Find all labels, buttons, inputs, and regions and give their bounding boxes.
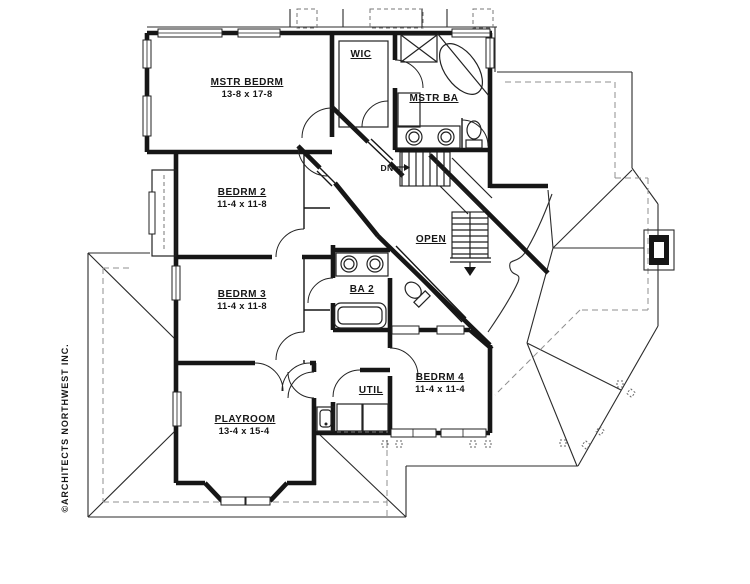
label-wic: WIC — [351, 49, 372, 60]
top-trim-band — [147, 8, 497, 72]
tub — [333, 302, 387, 329]
dims-bedrm4: 11-4 x 11-4 — [415, 384, 465, 394]
bath2-fixtures — [333, 252, 431, 329]
porch-posts — [381, 380, 636, 450]
interior-walls — [296, 105, 550, 433]
washer — [336, 403, 363, 432]
label-bedrm3: BEDRM 3 — [218, 289, 267, 300]
mstr-bath-fixtures — [396, 32, 490, 149]
label-mstr-bedrm: MSTR BEDRM — [211, 77, 284, 88]
shower — [400, 34, 438, 63]
stair-down-arrow — [464, 267, 476, 276]
vanity — [396, 125, 461, 149]
copyright-text: ©ARCHITECTS NORTHWEST INC. — [60, 343, 70, 512]
wic-closet — [338, 40, 421, 128]
util-fixtures — [316, 403, 389, 433]
label-playroom: PLAYROOM — [215, 414, 276, 425]
dims-bedrm3: 11-4 x 11-8 — [217, 301, 267, 311]
dims-mstr-bedrm: 13-8 x 17-8 — [222, 89, 273, 99]
vanity — [335, 252, 389, 277]
dims-playroom: 13-4 x 15-4 — [219, 426, 270, 436]
break-line — [487, 193, 553, 333]
door-swings — [254, 59, 489, 399]
laundry-sink — [316, 406, 335, 432]
dims-bedrm2: 11-4 x 11-8 — [217, 199, 267, 209]
label-open: OPEN — [416, 234, 446, 245]
label-bedrm4: BEDRM 4 — [416, 372, 465, 383]
windows — [142, 28, 495, 506]
toilet — [404, 281, 422, 299]
dryer — [362, 403, 389, 432]
toilet — [466, 120, 482, 140]
roof-overhang-dashed — [102, 81, 649, 517]
label-dn: DN — [380, 163, 393, 173]
room-labels: MSTR BEDRM 13-8 x 17-8 WIC MSTR BA BEDRM… — [211, 49, 466, 436]
label-mstr-ba: MSTR BA — [409, 93, 458, 104]
label-bedrm2: BEDRM 2 — [218, 187, 267, 198]
tub — [438, 43, 484, 95]
stairs — [396, 151, 493, 276]
label-ba2: BA 2 — [350, 284, 374, 295]
label-util: UTIL — [359, 385, 383, 396]
chimney — [643, 229, 675, 271]
